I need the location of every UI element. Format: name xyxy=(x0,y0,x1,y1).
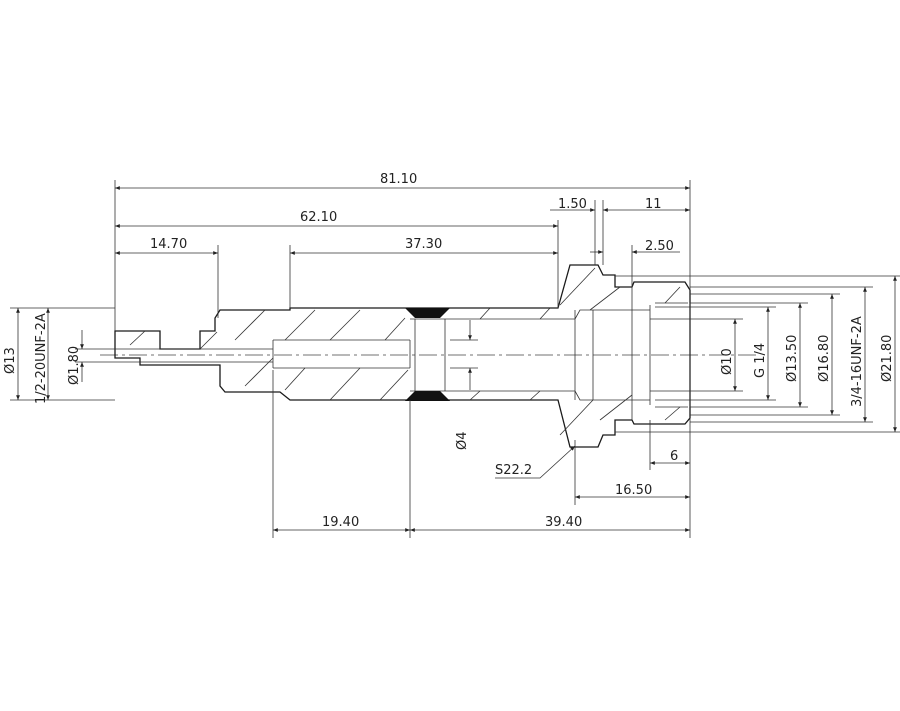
dim-dia-4: Ø4 xyxy=(455,431,470,450)
dim-thread-left: 1/2-20UNF-2A xyxy=(34,313,49,404)
dim-thread-right: 3/4-16UNF-2A xyxy=(850,316,865,407)
dim-dia-13: Ø13 xyxy=(3,347,18,374)
seal-bottom xyxy=(405,391,450,401)
dim-len-19-40: 19.40 xyxy=(322,515,359,530)
dim-left-stub-length: 14.70 xyxy=(150,237,187,252)
extension-lines xyxy=(10,180,900,538)
part-section xyxy=(100,264,760,448)
hatching xyxy=(129,267,681,436)
dim-right-length: 11 xyxy=(645,197,662,212)
dim-mid-length: 37.30 xyxy=(405,237,442,252)
dim-dia-1-80: Ø1.80 xyxy=(67,346,82,385)
dim-overall-length: 81.10 xyxy=(380,172,417,187)
dim-hex-size: S22.2 xyxy=(495,463,532,478)
dim-depth-6: 6 xyxy=(670,449,678,464)
dim-depth-16-50: 16.50 xyxy=(615,483,652,498)
dim-dia-10: Ø10 xyxy=(720,348,735,375)
dim-len-39-40: 39.40 xyxy=(545,515,582,530)
dim-g-thread: G 1/4 xyxy=(753,343,768,378)
seal-top xyxy=(405,308,450,318)
dim-chamfer-2: 2.50 xyxy=(645,239,674,254)
dim-chamfer-1: 1.50 xyxy=(558,197,587,212)
dim-body-length: 62.10 xyxy=(300,210,337,225)
dim-dia-16-80: Ø16.80 xyxy=(817,335,832,382)
dim-dia-21-80: Ø21.80 xyxy=(880,335,895,382)
dimension-lines xyxy=(16,186,897,532)
dimension-labels: 81.10 62.10 14.70 37.30 1.50 11 2.50 Ø13… xyxy=(3,172,895,530)
dim-dia-13-50: Ø13.50 xyxy=(785,335,800,382)
